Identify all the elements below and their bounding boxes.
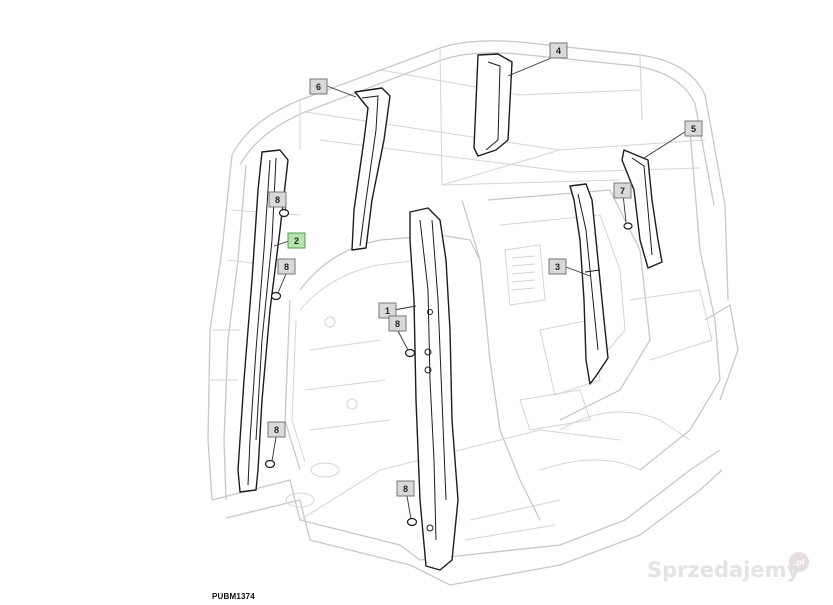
callout-5: 5 [684, 120, 703, 137]
part-6-upper-rear-trim [351, 87, 391, 251]
callout-8a-label: 8 [275, 195, 280, 205]
callout-8c: 8 [388, 315, 407, 332]
callout-2: 2 [287, 232, 306, 249]
part-8-plugs [264, 208, 633, 527]
callout-7: 7 [613, 182, 632, 199]
callout-8a: 8 [268, 191, 287, 208]
callout-8e: 8 [396, 480, 415, 497]
callout-2-label: 2 [294, 236, 299, 246]
cab-frame-outline [207, 40, 739, 586]
callout-6: 6 [309, 78, 328, 95]
plug-8b [270, 291, 282, 301]
part-3-right-door-trim [569, 183, 609, 385]
part-5-right-rear-trim [621, 149, 663, 269]
callout-4-label: 4 [556, 46, 561, 56]
callout-1-label: 1 [385, 306, 390, 316]
callout-8b: 8 [277, 258, 296, 275]
plug-8c [264, 459, 276, 469]
callout-3-label: 3 [555, 262, 560, 272]
watermark-text: Sprzedajemy [647, 558, 801, 582]
callout-3: 3 [548, 258, 567, 275]
plug-8e [406, 517, 418, 527]
callout-6-label: 6 [316, 82, 321, 92]
watermark-badge-icon [789, 552, 809, 572]
drawing-code: PUBM1374 [212, 592, 255, 601]
plug-8d [404, 348, 416, 358]
callout-8d-label: 8 [274, 425, 279, 435]
callout-4: 4 [549, 42, 568, 59]
callout-5-label: 5 [691, 124, 696, 134]
callout-8c-label: 8 [395, 319, 400, 329]
callout-8e-label: 8 [403, 484, 408, 494]
watermark: Sprzedajemy .pl [647, 552, 809, 582]
part-4-rear-corner-trim [473, 53, 513, 157]
part-1-center-door-trim [409, 207, 459, 571]
plug-7 [623, 222, 633, 230]
plug-8a [278, 208, 290, 218]
leader-lines [271, 55, 689, 520]
callout-8d: 8 [267, 421, 286, 438]
callout-1: 1 [378, 302, 397, 319]
callout-8b-label: 8 [284, 262, 289, 272]
watermark-badge-text: .pl [793, 558, 805, 567]
callout-7-label: 7 [620, 186, 625, 196]
